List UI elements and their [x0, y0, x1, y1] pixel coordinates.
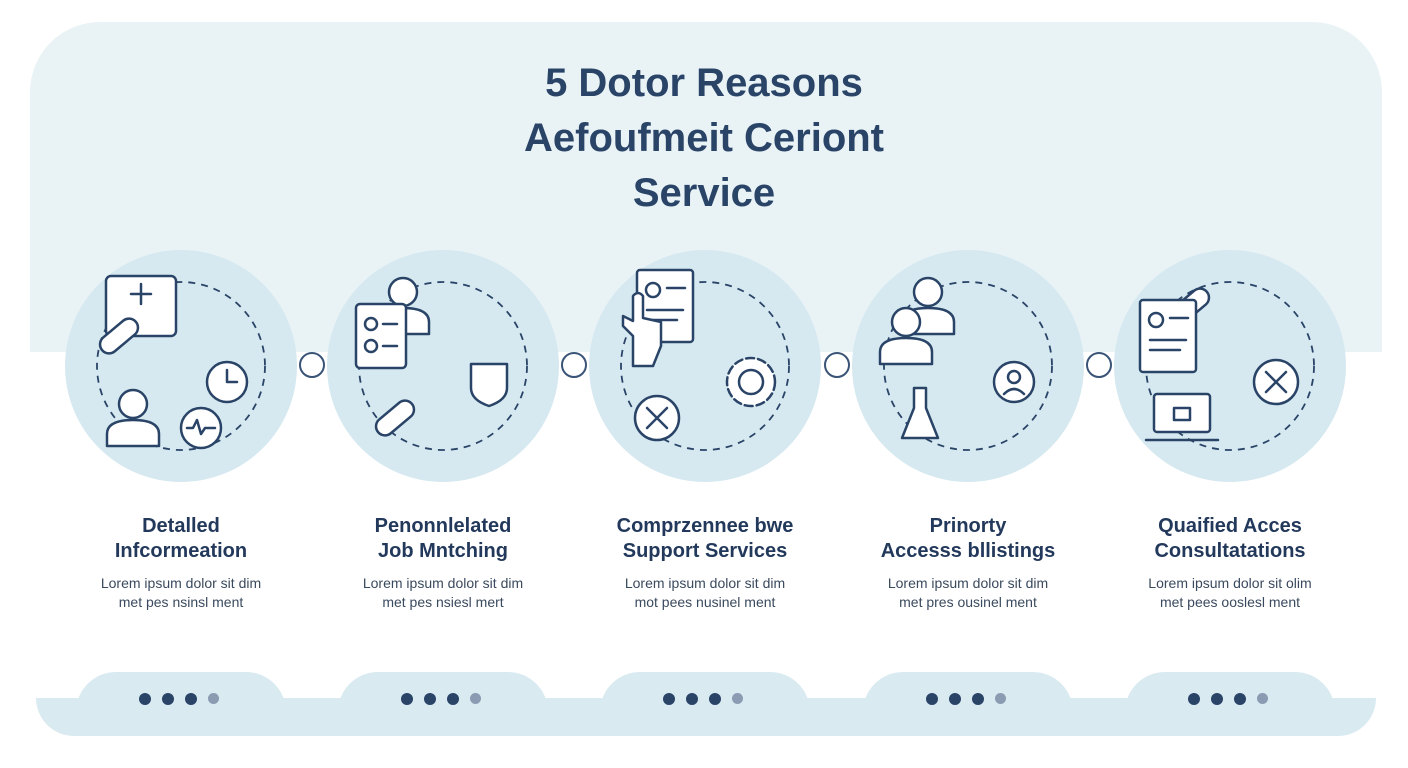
dot [1257, 693, 1268, 704]
connector-node [823, 352, 850, 378]
dot [1234, 693, 1246, 705]
pill-icon [98, 317, 140, 355]
dot [1211, 693, 1223, 705]
nurse-icon [878, 306, 934, 366]
reason-title-line: Infcormeation [114, 540, 248, 562]
footer-tab [338, 672, 548, 732]
description-line: met pres ousinel ment [899, 594, 1037, 610]
clock-icon [205, 360, 249, 404]
pagination-dots [139, 693, 219, 705]
dot [185, 693, 197, 705]
reason-title-line: Support Services [622, 540, 788, 562]
reason-title-line: Quaified Acces [1158, 515, 1302, 537]
reason-title-line: Comprzennee bwe [616, 515, 794, 537]
footer-tab [1125, 672, 1335, 732]
reason-description: Lorem ipsum dolor sit dim met pres ousine… [843, 574, 1093, 612]
dot [686, 693, 698, 705]
gear-icon [725, 356, 777, 408]
reason-illustration-3 [589, 250, 821, 482]
footer-tab [600, 672, 810, 732]
description-line: Lorem ipsum dolor sit dim [362, 575, 524, 591]
dot [926, 693, 938, 705]
laptop-icon [1144, 392, 1220, 442]
dot [208, 693, 219, 704]
reason-title-line: Detalled [142, 515, 220, 537]
footer-tab [76, 672, 286, 732]
reason-description: Lorem ipsum dolor sit dim met pes nsiesl … [318, 574, 568, 612]
dot [401, 693, 413, 705]
magnifier-icon [633, 394, 681, 442]
connector-node [299, 352, 325, 378]
dot [949, 693, 961, 705]
profile-card-icon [1138, 298, 1198, 374]
dot [470, 693, 481, 704]
title-line: 5 Dotor Reasons [545, 61, 863, 105]
pagination-dots [926, 693, 1006, 705]
description-line: met pes nsinsl ment [118, 594, 244, 610]
reason-illustration-2 [327, 250, 559, 482]
user-icon [992, 360, 1036, 404]
dot [1188, 693, 1200, 705]
hand-icon [621, 291, 663, 368]
dot [972, 693, 984, 705]
dot [139, 693, 151, 705]
footer-tab [863, 672, 1073, 732]
dot [162, 693, 174, 705]
dot [995, 693, 1006, 704]
dot [424, 693, 436, 705]
dot [447, 693, 459, 705]
reason-title-line: Penonnlelated [374, 515, 512, 537]
title-line: Service [632, 171, 776, 215]
title-line: Aefoufmeit Ceriont [524, 116, 884, 160]
reason-illustration-5 [1114, 250, 1346, 482]
connector-node [1086, 352, 1112, 378]
reason-title-line: Job Mntching [378, 540, 508, 562]
reason-title-line: Consultatations [1154, 540, 1306, 562]
reason-description: Lorem ipsum dolor sit olim met pees oosle… [1105, 574, 1355, 612]
description-line: Lorem ipsum dolor sit olim [1148, 575, 1312, 591]
dot [709, 693, 721, 705]
reason-description: Lorem ipsum dolor sit dim met pes nsinsl … [56, 574, 306, 612]
magnifier-icon [1252, 358, 1300, 406]
flask-icon [900, 386, 940, 440]
heartbeat-icon [179, 406, 223, 450]
pagination-dots [1188, 693, 1268, 705]
speech-bubble-icon [469, 362, 509, 408]
pagination-dots [401, 693, 481, 705]
reason-illustration-1 [65, 250, 297, 482]
description-line: Lorem ipsum dolor sit dim [100, 575, 262, 591]
pill-icon [374, 399, 416, 437]
connector-node [561, 352, 587, 378]
page-title: 5 Dotor Reasons Aefoufmeit Ceriont Servi… [404, 56, 1004, 221]
reason-title-line: Prinorty [929, 515, 1007, 537]
pagination-dots [663, 693, 743, 705]
description-line: met pes nsiesl mert [382, 594, 504, 610]
dot [732, 693, 743, 704]
reason-illustration-4 [852, 250, 1084, 482]
doctor-icon [105, 388, 161, 448]
reason-title-line: Accesss bllistings [880, 540, 1056, 562]
description-line: Lorem ipsum dolor sit dim [887, 575, 1049, 591]
reason-description: Lorem ipsum dolor sit dim mot pees nusine… [580, 574, 830, 612]
clipboard-icon [354, 302, 408, 370]
dot [663, 693, 675, 705]
description-line: mot pees nusinel ment [634, 594, 776, 610]
description-line: Lorem ipsum dolor sit dim [624, 575, 786, 591]
description-line: met pees ooslesl ment [1159, 594, 1301, 610]
